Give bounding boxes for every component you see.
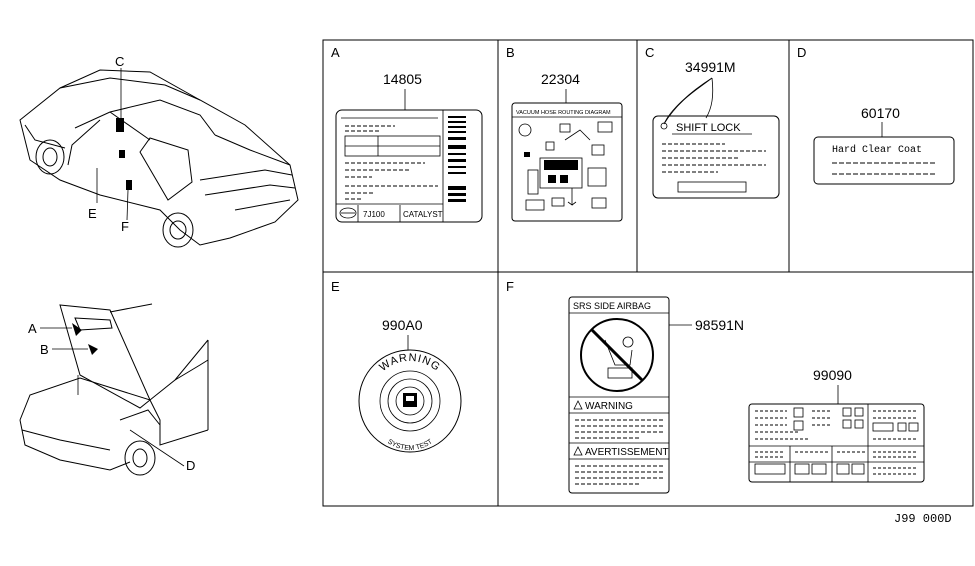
panel-f-warning: WARNING bbox=[585, 401, 633, 412]
panel-f-avertissement: AVERTISSEMENT bbox=[585, 447, 669, 458]
label-grid bbox=[322, 39, 974, 507]
panel-e-part-number: 990A0 bbox=[382, 317, 423, 333]
panel-a-letter: A bbox=[331, 45, 340, 60]
panel-b-title: VACUUM HOSE ROUTING DIAGRAM bbox=[516, 110, 611, 116]
srs-airbag-label bbox=[568, 296, 670, 494]
panel-d-title: Hard Clear Coat bbox=[832, 144, 922, 156]
panel-b-letter: B bbox=[506, 45, 515, 60]
panel-a-part-number: 14805 bbox=[383, 71, 422, 87]
hole-icon bbox=[660, 122, 668, 130]
callout-d: D bbox=[186, 458, 195, 473]
panel-d-part-number: 60170 bbox=[861, 105, 900, 121]
panel-d: D 60170 Hard Clear Coat bbox=[797, 45, 955, 185]
panel-a-catalyst: CATALYST bbox=[403, 210, 443, 219]
callout-a: A bbox=[28, 321, 37, 336]
no-child-seat-icon bbox=[580, 318, 654, 392]
panel-f-part-number-2: 99090 bbox=[813, 367, 852, 383]
nissan-logo-icon bbox=[339, 207, 357, 219]
panel-f-letter: F bbox=[506, 279, 514, 294]
callout-b: B bbox=[40, 342, 49, 357]
panel-b: B 22304 VACUUM HOSE ROUTING DIAGRAM bbox=[506, 45, 623, 222]
panel-f-part-number-1: 98591N bbox=[695, 317, 744, 333]
panel-a: A 14805 bbox=[331, 45, 483, 223]
vacuum-diagram-drawing bbox=[518, 121, 613, 211]
panel-f-title: SRS SIDE AIRBAG bbox=[573, 301, 651, 311]
panel-e-letter: E bbox=[331, 279, 340, 294]
panel-a-barcode bbox=[448, 116, 466, 202]
info-label bbox=[748, 403, 925, 483]
panel-c-title: SHIFT LOCK bbox=[676, 122, 741, 134]
panel-c: C 34991M SHIFT LOCK bbox=[645, 45, 780, 199]
car-front-hood-open bbox=[19, 303, 209, 476]
callout-c-top: C bbox=[115, 54, 124, 69]
panel-b-part-number: 22304 bbox=[541, 71, 580, 87]
panel-a-code: 7J100 bbox=[363, 210, 385, 219]
callout-f: F bbox=[121, 219, 129, 234]
warning-disc bbox=[358, 349, 462, 453]
warning-triangle-icon bbox=[573, 400, 583, 410]
car-rear-view bbox=[19, 68, 299, 248]
panel-d-letter: D bbox=[797, 45, 806, 60]
panel-f: F 98591N SRS SIDE AIRBAG WARNING AVERTIS… bbox=[506, 279, 925, 494]
panel-c-part-number: 34991M bbox=[685, 59, 736, 75]
panel-c-letter: C bbox=[645, 45, 654, 60]
panel-e-ring-text-bottom: SYSTEM TEST bbox=[386, 438, 434, 452]
callout-e: E bbox=[88, 206, 97, 221]
footer-code: J99 000D bbox=[894, 512, 952, 526]
panel-e: E 990A0 WARNING SYSTEM TEST bbox=[331, 279, 462, 453]
warning-triangle-icon bbox=[573, 446, 583, 456]
